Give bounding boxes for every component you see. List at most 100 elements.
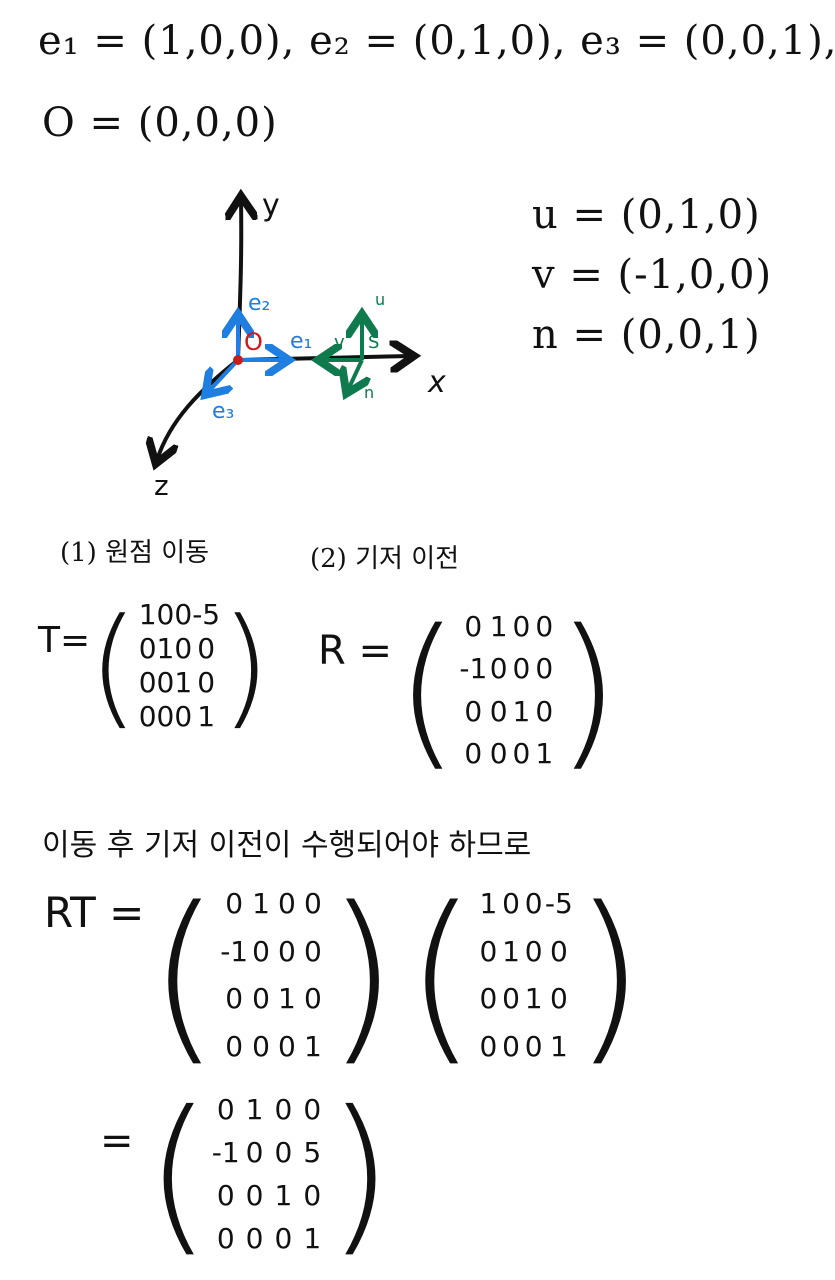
e2-definition: e₂ = (0,1,0) <box>309 18 553 64</box>
cell: 0 <box>138 632 157 666</box>
left-paren: ( <box>405 867 478 1083</box>
cell: 0 <box>274 1222 293 1255</box>
cell: 1 <box>489 609 508 643</box>
cell: 1 <box>512 694 531 728</box>
right-paren: ) <box>572 867 645 1083</box>
separator: , <box>552 18 567 64</box>
cell: 1 <box>535 737 554 771</box>
cell: 0 <box>489 652 508 686</box>
e3-definition: e₃ = (0,0,1) <box>580 18 824 64</box>
cell: 0 <box>225 982 244 1016</box>
cell: 5 <box>303 1136 322 1169</box>
left-paren: ( <box>145 1075 212 1273</box>
y-axis-label: y <box>262 188 280 223</box>
cell: 1 <box>245 1093 264 1126</box>
n-label: n <box>364 383 374 402</box>
cell: 0 <box>278 887 296 921</box>
cell: 0 <box>274 1093 293 1126</box>
cell: 0 <box>479 1029 498 1063</box>
r-label: R = <box>318 628 393 674</box>
rt-label: RT = <box>44 888 145 937</box>
e2-label: e₂ <box>248 291 270 316</box>
separator: , <box>824 18 835 64</box>
right-paren: ) <box>326 1075 393 1273</box>
cell: 0 <box>197 632 216 666</box>
origin-point <box>233 355 243 365</box>
cell: 0 <box>245 1136 264 1169</box>
u-vector: u = (0,1,0) <box>532 192 761 238</box>
cell: 0 <box>512 609 531 643</box>
cell: 1 <box>138 598 157 632</box>
cell: 1 <box>156 632 175 666</box>
cell: 0 <box>489 694 508 728</box>
cell: 0 <box>278 1029 296 1063</box>
left-paren: ( <box>88 589 139 742</box>
v-label: v <box>334 332 345 353</box>
z-axis-label: z <box>154 469 169 502</box>
cell: 0 <box>502 1029 520 1063</box>
right-paren: ) <box>325 867 398 1083</box>
cell: 0 <box>524 934 543 968</box>
e1-label: e₁ <box>290 329 312 354</box>
cell: 1 <box>479 887 498 921</box>
cell: 1 <box>252 887 270 921</box>
cell: 1 <box>303 1222 322 1255</box>
left-paren: ( <box>148 867 221 1083</box>
origin-definition: O = (0,0,0) <box>42 100 278 146</box>
cell: 0 <box>216 1093 235 1126</box>
e3-label: e₃ <box>212 399 234 424</box>
cell: -1 <box>459 652 488 686</box>
n-vector: n = (0,0,1) <box>532 312 761 358</box>
cell: 0 <box>225 1029 244 1063</box>
x-axis-label: x <box>427 365 446 400</box>
equals-sign: = <box>100 1118 134 1164</box>
cell: 0 <box>464 737 483 771</box>
cell: 1 <box>278 982 296 1016</box>
cell: 0 <box>535 694 554 728</box>
cell: 0 <box>216 1222 235 1255</box>
s-label: S <box>368 332 379 353</box>
cell: 0 <box>512 737 531 771</box>
cell: 0 <box>216 1179 235 1212</box>
cell: 1 <box>549 1029 568 1063</box>
cell: 0 <box>549 982 568 1016</box>
cell: 0 <box>489 737 508 771</box>
cell: 0 <box>245 1179 264 1212</box>
cell: 1 <box>274 1179 293 1212</box>
cell: 0 <box>479 982 498 1016</box>
cell: 0 <box>156 598 175 632</box>
t-label: T= <box>38 620 91 661</box>
cell: 0 <box>278 934 296 968</box>
n-arrow <box>348 359 362 390</box>
coordinate-diagram: y x z e₂ e₁ e₃ O u v n S <box>0 188 446 502</box>
cell: -5 <box>544 887 573 921</box>
cell: 0 <box>303 1093 322 1126</box>
cell: -5 <box>192 598 221 632</box>
origin-label: O <box>244 328 263 356</box>
cell: 0 <box>303 982 322 1016</box>
e3-arrow <box>208 358 240 392</box>
cell: 0 <box>502 982 520 1016</box>
section-origin-move: (1) 원점 이동 <box>60 538 210 568</box>
cell: 0 <box>138 665 157 699</box>
cell: 0 <box>502 887 520 921</box>
cell: 0 <box>303 887 322 921</box>
cell: 0 <box>303 1179 322 1212</box>
cell: 0 <box>549 934 568 968</box>
cell: 0 <box>274 1136 293 1169</box>
cell: 0 <box>138 699 157 733</box>
cell: 0 <box>524 887 543 921</box>
cell: 0 <box>174 632 193 666</box>
right-paren: ) <box>555 594 620 786</box>
section-basis-change: (2) 기저 이전 <box>310 544 460 574</box>
cell: 0 <box>524 1029 543 1063</box>
e1-definition: e₁ = (1,0,0) <box>38 18 282 64</box>
